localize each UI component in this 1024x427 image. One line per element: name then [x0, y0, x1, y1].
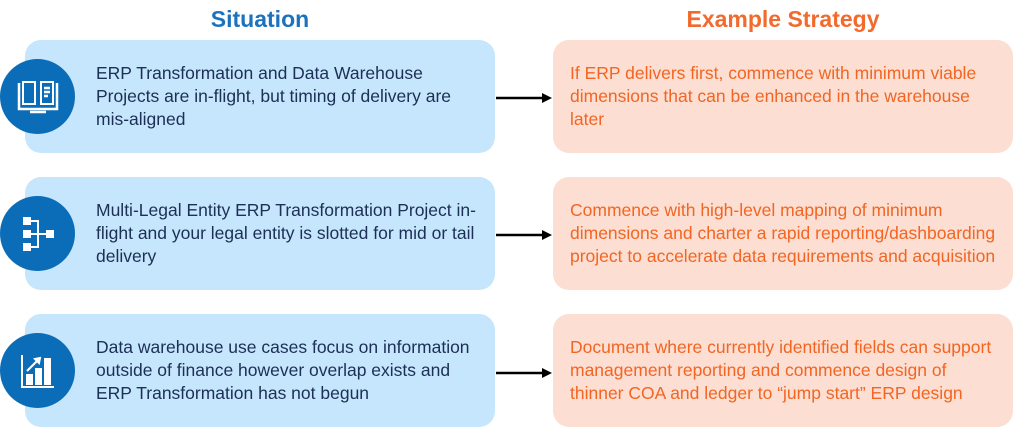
- situation-text: Data warehouse use cases focus on inform…: [96, 337, 470, 403]
- bar-chart-growth-icon: [0, 333, 75, 408]
- strategy-box: Document where currently identified fiel…: [553, 314, 1013, 427]
- strategy-box: If ERP delivers first, commence with min…: [553, 40, 1013, 153]
- arrow-connector: [496, 368, 552, 378]
- arrow-connector: [496, 230, 552, 240]
- situation-text: ERP Transformation and Data Warehouse Pr…: [96, 63, 452, 129]
- situation-text: Multi-Legal Entity ERP Transformation Pr…: [96, 200, 476, 266]
- strategy-heading: Example Strategy: [686, 6, 880, 32]
- book-icon: [0, 59, 75, 134]
- situation-box: Multi-Legal Entity ERP Transformation Pr…: [25, 177, 495, 290]
- situation-box: Data warehouse use cases focus on inform…: [25, 314, 495, 427]
- strategy-text: If ERP delivers first, commence with min…: [570, 63, 977, 129]
- strategy-box: Commence with high-level mapping of mini…: [553, 177, 1013, 290]
- strategy-text: Document where currently identified fiel…: [570, 337, 992, 403]
- arrow-connector: [496, 93, 552, 103]
- hierarchy-icon: [0, 196, 75, 271]
- strategy-text: Commence with high-level mapping of mini…: [570, 200, 996, 266]
- situation-heading: Situation: [210, 6, 310, 32]
- situation-box: ERP Transformation and Data Warehouse Pr…: [25, 40, 495, 153]
